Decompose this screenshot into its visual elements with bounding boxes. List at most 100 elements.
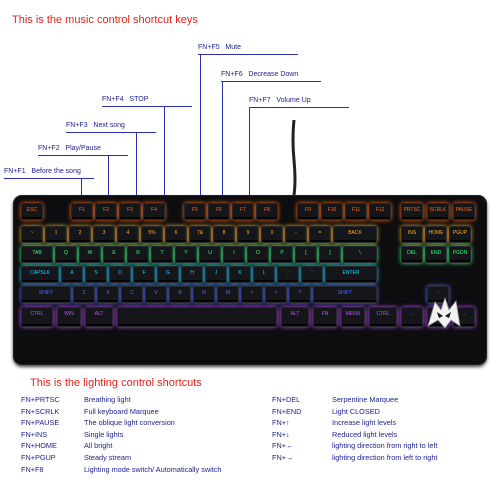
key[interactable]: U <box>199 246 221 263</box>
key[interactable]: CTRL <box>21 307 53 327</box>
key[interactable]: PRTSC <box>401 203 423 220</box>
key[interactable]: F12 <box>369 203 391 220</box>
key[interactable]: \ <box>343 246 377 263</box>
key[interactable]: N <box>193 286 215 303</box>
key[interactable]: T <box>151 246 173 263</box>
key-label: 0 <box>270 230 274 236</box>
key[interactable]: ← <box>401 307 423 327</box>
key[interactable]: SHIFT <box>21 286 71 303</box>
key[interactable]: INS <box>401 226 423 243</box>
key[interactable]: E <box>103 246 125 263</box>
key[interactable]: Z <box>73 286 95 303</box>
key[interactable]: BACK <box>333 226 377 243</box>
key[interactable]: WIN <box>57 307 81 327</box>
key[interactable]: R <box>127 246 149 263</box>
key[interactable]: I <box>223 246 245 263</box>
key[interactable]: 9 <box>237 226 259 243</box>
key[interactable]: ↑ <box>427 286 449 303</box>
key[interactable]: F9 <box>297 203 319 220</box>
key[interactable]: Q <box>55 246 77 263</box>
key-label: → <box>461 311 467 317</box>
shortcut-keys: FN+← <box>272 441 294 451</box>
key[interactable]: 5% <box>141 226 163 243</box>
key[interactable]: DEL <box>401 246 423 263</box>
key[interactable]: H <box>181 266 203 283</box>
key[interactable]: X <box>97 286 119 303</box>
key[interactable]: G <box>157 266 179 283</box>
key-label: F1 <box>79 207 85 213</box>
key[interactable]: ALT <box>281 307 309 327</box>
key[interactable]: 7& <box>189 226 211 243</box>
key[interactable]: A <box>61 266 83 283</box>
key[interactable]: ; <box>277 266 299 283</box>
key[interactable]: 1 <box>45 226 67 243</box>
key[interactable]: L <box>253 266 275 283</box>
key[interactable]: Y <box>175 246 197 263</box>
key[interactable]: PGUP <box>449 226 471 243</box>
key[interactable]: 3 <box>93 226 115 243</box>
callout-action: STOP <box>123 96 149 103</box>
key[interactable]: F11 <box>345 203 367 220</box>
key[interactable]: F10 <box>321 203 343 220</box>
key[interactable]: PGDN <box>449 246 471 263</box>
key[interactable]: ? <box>289 286 311 303</box>
key[interactable]: M <box>217 286 239 303</box>
key[interactable]: W <box>79 246 101 263</box>
key[interactable]: ' <box>301 266 323 283</box>
callout-action: Play/Pause <box>59 145 101 152</box>
key[interactable]: FN <box>313 307 337 327</box>
key-label: C <box>130 290 134 296</box>
key[interactable]: MENU <box>341 307 365 327</box>
key[interactable]: F3 <box>119 203 141 220</box>
key-label: D <box>118 270 122 276</box>
key[interactable]: F2 <box>95 203 117 220</box>
key[interactable]: = <box>309 226 331 243</box>
key[interactable]: F <box>133 266 155 283</box>
key[interactable]: PAUSE <box>453 203 475 220</box>
key[interactable]: ENTER <box>325 266 377 283</box>
key-label: < <box>250 290 254 296</box>
key[interactable]: ALT <box>85 307 113 327</box>
key[interactable]: ~ <box>21 226 43 243</box>
key[interactable]: CAPSLK <box>21 266 59 283</box>
key[interactable]: D <box>109 266 131 283</box>
key[interactable]: F7 <box>232 203 254 220</box>
key-label: PRTSC <box>403 207 421 213</box>
key[interactable]: F5 <box>184 203 206 220</box>
key[interactable]: 4 <box>117 226 139 243</box>
key[interactable]: 6 <box>165 226 187 243</box>
key[interactable] <box>117 307 277 327</box>
key[interactable]: END <box>425 246 447 263</box>
key[interactable]: O <box>247 246 269 263</box>
key[interactable]: CTRL <box>369 307 397 327</box>
callout-leader <box>249 107 250 205</box>
key[interactable]: 2 <box>69 226 91 243</box>
key[interactable]: TAB <box>21 246 53 263</box>
key[interactable]: [ <box>295 246 317 263</box>
key[interactable]: F1 <box>71 203 93 220</box>
key[interactable]: 8 <box>213 226 235 243</box>
key[interactable]: P <box>271 246 293 263</box>
key[interactable]: V <box>145 286 167 303</box>
key[interactable]: J <box>205 266 227 283</box>
key[interactable]: F6 <box>208 203 230 220</box>
key[interactable]: 0 <box>261 226 283 243</box>
key[interactable]: C <box>121 286 143 303</box>
key-label: SHIFT <box>337 290 353 296</box>
key[interactable]: < <box>241 286 263 303</box>
lighting-shortcuts-heading: This is the lighting control shortcuts <box>30 377 202 389</box>
key-label: ' <box>311 270 313 276</box>
key[interactable]: F4 <box>143 203 165 220</box>
key[interactable]: SCRLK <box>427 203 449 220</box>
key[interactable]: SHIFT <box>313 286 377 303</box>
key[interactable]: B <box>169 286 191 303</box>
key[interactable]: ] <box>319 246 341 263</box>
key[interactable]: F8 <box>256 203 278 220</box>
key[interactable]: HOME <box>425 226 447 243</box>
key[interactable]: ESC <box>21 203 43 220</box>
key-label: S <box>94 270 98 276</box>
key[interactable]: - <box>285 226 307 243</box>
key[interactable]: K <box>229 266 251 283</box>
key[interactable]: S <box>85 266 107 283</box>
key[interactable]: > <box>265 286 287 303</box>
